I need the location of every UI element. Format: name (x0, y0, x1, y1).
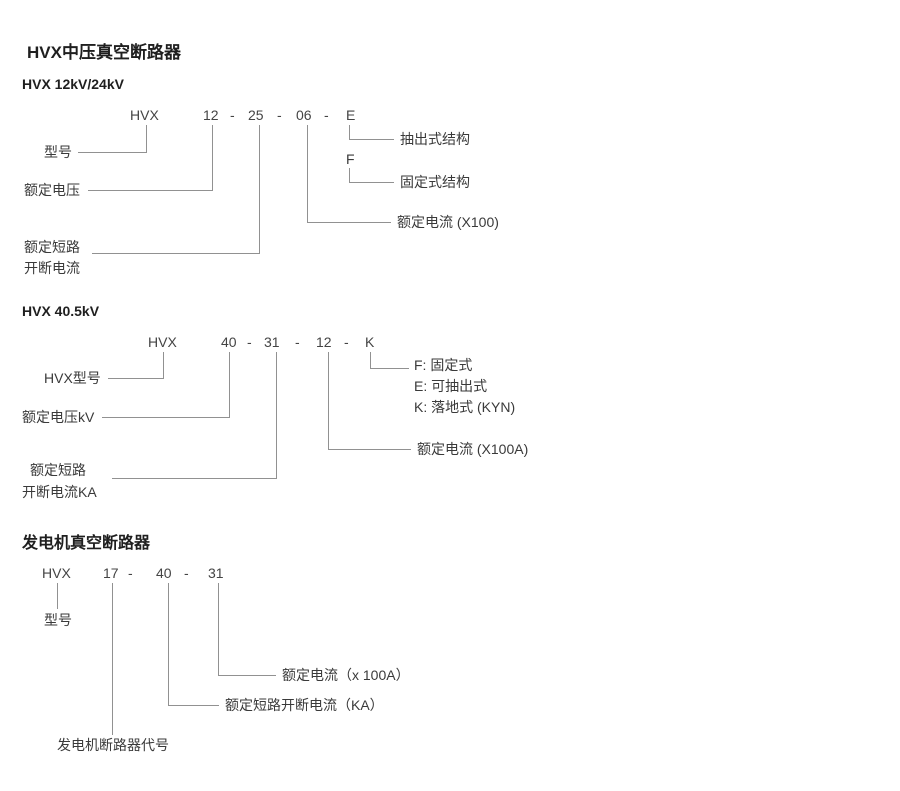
s1-connector-model (78, 125, 147, 153)
s1-connector-f (349, 168, 394, 183)
s2-connector-suffix (370, 352, 409, 369)
s2-label-voltage: 额定电压kV (22, 409, 95, 425)
s2-connector-short (112, 352, 277, 479)
s1-code-dash3: - (324, 107, 329, 123)
s2-code-voltage: 40 (221, 334, 237, 350)
s1-label-alt-code: F (346, 151, 355, 167)
s1-code-suffix: E (346, 107, 356, 123)
s2-label-opt-e: E: 可抽出式 (414, 378, 488, 394)
s3-code-short: 40 (156, 565, 172, 581)
s2-code-suffix: K (365, 334, 375, 350)
s3-connector-model (57, 583, 58, 609)
s3-connector-current (218, 583, 276, 676)
s2-code-short: 31 (264, 334, 280, 350)
s1-code-current: 06 (296, 107, 312, 123)
s1-label-withdrawable: 抽出式结构 (400, 131, 470, 147)
s1-connector-current (307, 125, 391, 223)
s3-code-model: HVX (42, 565, 71, 581)
s2-code-dash2: - (295, 334, 300, 350)
s2-label-short-line1: 额定短路 (30, 462, 86, 478)
s3-label-short: 额定短路开断电流（KA） (225, 697, 384, 713)
s2-connector-current (328, 352, 411, 450)
s2-label-model: HVX型号 (44, 370, 101, 386)
s3-code-dash2: - (184, 565, 189, 581)
s1-code-dash2: - (277, 107, 282, 123)
s1-code-model: HVX (130, 107, 159, 123)
s3-code-dash1: - (128, 565, 133, 581)
s1-connector-short (92, 125, 260, 254)
s1-code-dash1: - (230, 107, 235, 123)
s3-label-gen-code: 发电机断路器代号 (57, 737, 169, 753)
page-title: HVX中压真空断路器 (27, 43, 181, 62)
s2-code-dash1: - (247, 334, 252, 350)
s3-connector-gen (112, 583, 113, 735)
s3-label-current: 额定电流（x 100A） (282, 667, 410, 683)
s2-connector-voltage (102, 352, 230, 418)
s1-code-short: 25 (248, 107, 264, 123)
section2-heading: HVX 40.5kV (22, 303, 100, 319)
s2-label-current: 额定电流 (X100A) (417, 441, 529, 457)
section1-heading: HVX 12kV/24kV (22, 76, 124, 92)
s1-label-model: 型号 (44, 144, 72, 160)
s2-code-dash3: - (344, 334, 349, 350)
s2-label-short-line2: 开断电流KA (22, 484, 97, 500)
s3-code-gen: 17 (103, 565, 119, 581)
s1-label-fixed: 固定式结构 (400, 174, 470, 190)
s1-connector-e (349, 125, 394, 140)
s1-code-voltage: 12 (203, 107, 219, 123)
s2-code-model: HVX (148, 334, 177, 350)
s1-label-current: 额定电流 (X100) (397, 214, 499, 230)
s1-label-short-line1: 额定短路 (24, 239, 80, 255)
s2-label-opt-f: F: 固定式 (414, 357, 473, 373)
s1-connector-voltage (88, 125, 213, 191)
s1-label-voltage: 额定电压 (24, 182, 80, 198)
s2-code-current: 12 (316, 334, 332, 350)
s3-label-model: 型号 (44, 612, 72, 628)
s1-label-short-line2: 开断电流 (24, 260, 80, 276)
s3-code-current: 31 (208, 565, 224, 581)
s2-label-opt-k: K: 落地式 (KYN) (414, 399, 516, 415)
s2-connector-model (108, 352, 164, 379)
s3-connector-short (168, 583, 219, 706)
section3-heading: 发电机真空断路器 (22, 535, 151, 552)
